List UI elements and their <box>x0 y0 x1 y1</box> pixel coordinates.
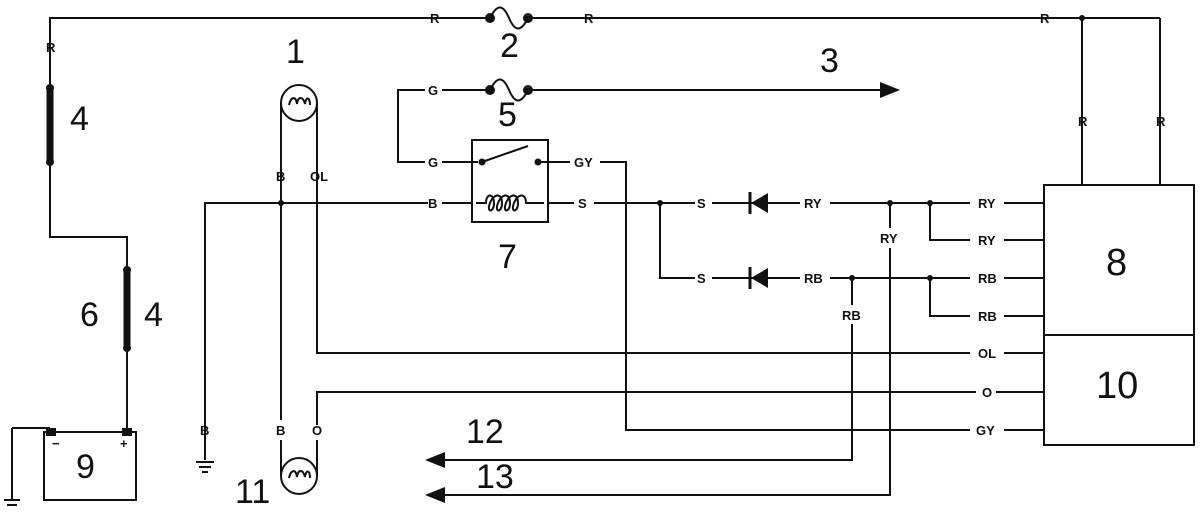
label-ol-lamp1: OL <box>310 169 328 184</box>
label-ol-term: OL <box>978 346 996 361</box>
battery-minus: − <box>52 436 60 451</box>
label-gy-relay: GY <box>574 155 593 170</box>
lamp-11-icon <box>280 391 976 495</box>
label-r-left-vertical: R <box>46 40 56 55</box>
number-1: 1 <box>286 33 305 71</box>
number-13: 13 <box>476 458 514 496</box>
number-8: 8 <box>1106 242 1127 284</box>
label-r-top-left: R <box>430 11 440 26</box>
relay-icon <box>442 139 574 223</box>
label-b-relay: B <box>428 196 437 211</box>
number-6: 6 <box>80 296 99 334</box>
label-r-box-right: R <box>1156 114 1166 129</box>
battery-icon <box>4 427 137 506</box>
number-7: 7 <box>498 238 517 276</box>
label-r-box-left: R <box>1078 114 1088 129</box>
label-b-lamp11: B <box>276 423 285 438</box>
label-r-top-right: R <box>1040 11 1050 26</box>
label-ry-term2: RY <box>978 233 996 248</box>
label-ry-term1: RY <box>978 196 996 211</box>
label-r-top-mid: R <box>584 11 594 26</box>
number-12: 12 <box>466 413 504 451</box>
label-rb-term2: RB <box>978 309 997 324</box>
label-b-lamp1: B <box>276 169 285 184</box>
number-2: 2 <box>500 27 519 65</box>
left-wire <box>49 162 128 270</box>
fusible-link-4-top <box>46 60 54 166</box>
lamp-1-icon <box>280 84 318 420</box>
label-ry-diode: RY <box>804 196 822 211</box>
label-ry-vertical: RY <box>880 231 898 246</box>
diode-1-icon <box>712 192 800 214</box>
label-o-lamp11: O <box>312 423 322 438</box>
battery-plus: + <box>120 436 128 451</box>
label-rb-diode: RB <box>804 271 823 286</box>
label-gy-term: GY <box>976 423 995 438</box>
number-11: 11 <box>235 473 270 511</box>
terminal-stubs <box>996 202 1044 431</box>
arrow-13-icon <box>425 487 445 503</box>
fusible-link-4-bottom <box>123 266 131 428</box>
label-s-diode2: S <box>697 271 706 286</box>
top-power-wire <box>49 15 1161 185</box>
ground-wire <box>204 202 428 460</box>
arrow-12-icon <box>425 452 445 468</box>
number-4-top: 4 <box>70 100 89 138</box>
label-rb-vertical: RB <box>842 308 861 323</box>
diode-2-icon <box>712 267 800 289</box>
rb-arrow-wire <box>440 324 853 461</box>
fuse-2 <box>485 6 533 30</box>
number-4-bottom: 4 <box>144 296 163 334</box>
ol-wire <box>316 186 970 354</box>
arrow-3-icon <box>528 82 900 98</box>
number-9: 9 <box>76 448 95 486</box>
number-3: 3 <box>820 42 839 80</box>
control-unit-box <box>1043 184 1195 446</box>
label-s-diode1: S <box>697 196 706 211</box>
label-o-term: O <box>982 385 992 400</box>
label-g-relay: G <box>428 155 438 170</box>
g-loop-wire <box>397 89 425 163</box>
gy-wire <box>600 161 970 431</box>
label-s-relay: S <box>578 196 587 211</box>
number-5: 5 <box>498 96 517 134</box>
label-b-ground: B <box>200 423 209 438</box>
ry-arrow-wire <box>440 248 891 496</box>
label-rb-term1: RB <box>978 271 997 286</box>
label-g-top: G <box>428 83 438 98</box>
number-10: 10 <box>1096 365 1138 407</box>
ground-icon <box>196 461 214 473</box>
